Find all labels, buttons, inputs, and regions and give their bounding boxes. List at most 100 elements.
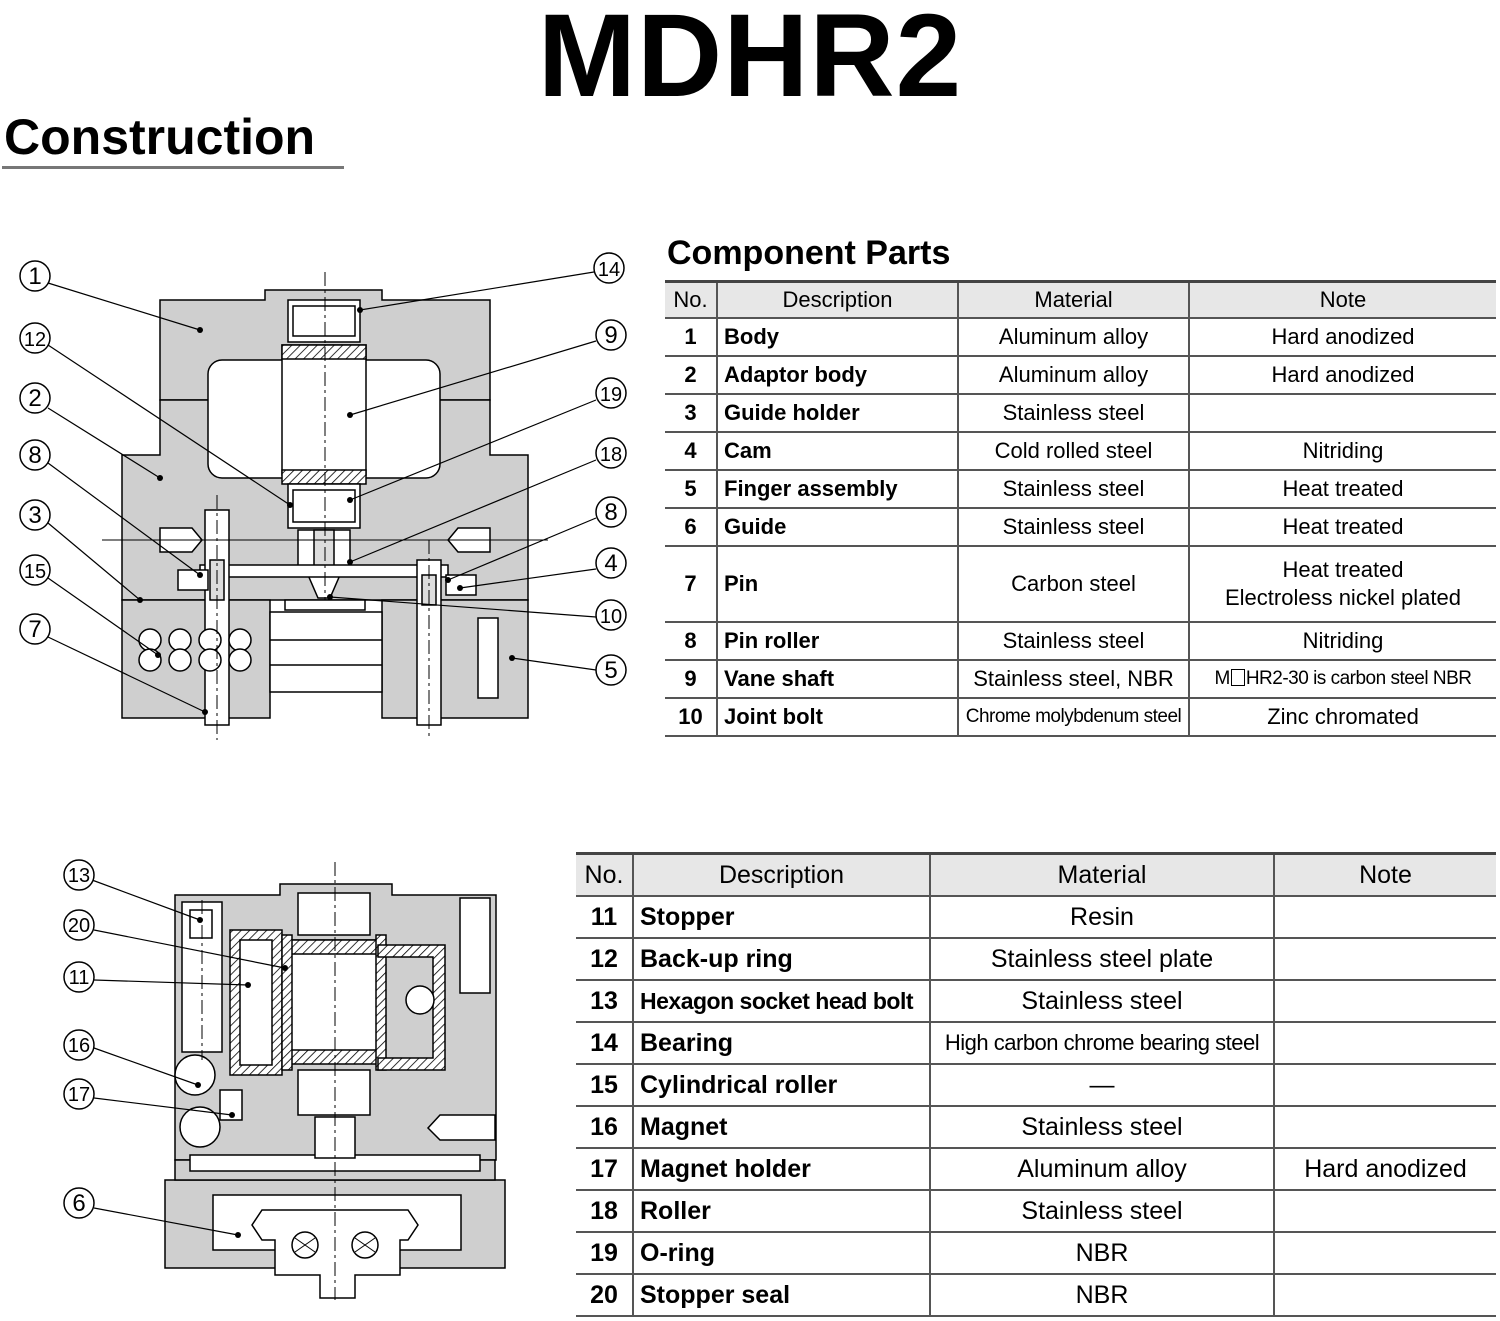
magnet xyxy=(174,1054,216,1096)
header-note: Note xyxy=(1188,280,1496,319)
callout-10: 10 xyxy=(595,599,627,631)
table-row: 8 Pin roller Stainless steel Nitriding xyxy=(665,622,1496,661)
part-material: Cold rolled steel xyxy=(957,432,1189,471)
svg-text:10: 10 xyxy=(600,606,622,628)
callout-4: 4 xyxy=(595,547,627,579)
part-no: 19 xyxy=(576,1232,633,1275)
cross-section-diagram-top: 1 12 2 8 3 15 7 14 9 19 18 8 4 10 5 xyxy=(19,252,627,740)
part-note: Hard anodized xyxy=(1188,318,1496,357)
part-material: Stainless steel xyxy=(929,1106,1274,1149)
part-no: 3 xyxy=(665,394,717,433)
callout-15: 15 xyxy=(19,554,51,586)
table-row: 14 Bearing High carbon chrome bearing st… xyxy=(576,1022,1496,1065)
header-note: Note xyxy=(1273,852,1496,897)
part-no: 5 xyxy=(665,470,717,509)
note-suffix: HR2-30 is carbon steel NBR xyxy=(1245,668,1472,689)
part-no: 15 xyxy=(576,1064,633,1107)
section-underline xyxy=(2,166,344,169)
part-description: Joint bolt xyxy=(716,698,958,737)
part-note: Heat treated xyxy=(1188,470,1496,509)
magnet-holder xyxy=(179,1106,221,1148)
part-material: Stainless steel plate xyxy=(929,938,1274,981)
part-description: Stopper seal xyxy=(632,1274,930,1317)
part-no: 13 xyxy=(576,980,633,1023)
part-no: 8 xyxy=(665,622,717,661)
vane-hatch-bottom xyxy=(281,469,367,485)
callout-11: 11 xyxy=(63,961,95,993)
part-no: 7 xyxy=(665,546,717,623)
table-row: 20 Stopper seal NBR xyxy=(576,1274,1496,1317)
part-note xyxy=(1273,1106,1496,1149)
pin-left xyxy=(204,509,230,726)
table-row: 12 Back-up ring Stainless steel plate xyxy=(576,938,1496,981)
bearing-bottom xyxy=(297,1069,371,1116)
part-no: 2 xyxy=(665,356,717,395)
part-description: Hexagon socket head bolt xyxy=(632,980,930,1023)
callout-19: 19 xyxy=(595,377,627,409)
part-note-line-2: Electroless nickel plated xyxy=(1224,585,1461,610)
callout-1: 1 xyxy=(19,260,51,292)
table-row: 18 Roller Stainless steel xyxy=(576,1190,1496,1233)
component-parts-heading: Component Parts xyxy=(667,234,951,272)
header-no: No. xyxy=(576,852,633,897)
callout-6: 6 xyxy=(63,1187,95,1219)
part-material: — xyxy=(929,1064,1274,1107)
part-no: 1 xyxy=(665,318,717,357)
callout-14: 14 xyxy=(593,252,625,284)
svg-text:14: 14 xyxy=(598,259,620,281)
guide-rail xyxy=(269,611,383,693)
part-description: Adaptor body xyxy=(716,356,958,395)
finger-slot xyxy=(477,617,499,699)
cross-section-diagram-bottom: 13 20 11 16 17 6 xyxy=(63,859,506,1300)
callout-16: 16 xyxy=(63,1029,95,1061)
part-material: Aluminum alloy xyxy=(957,356,1189,395)
side-pin-right xyxy=(426,1114,496,1141)
table-row: 10 Joint bolt Chrome molybdenum steel Zi… xyxy=(665,698,1496,737)
svg-text:7: 7 xyxy=(28,616,41,643)
callout-8: 8 xyxy=(19,439,51,471)
part-description: Roller xyxy=(632,1190,930,1233)
part-note: Hard anodized xyxy=(1188,356,1496,395)
part-note: Nitriding xyxy=(1188,622,1496,661)
guide xyxy=(251,1209,419,1299)
right-screw xyxy=(459,897,491,994)
part-note xyxy=(1273,896,1496,939)
part-description: Magnet holder xyxy=(632,1148,930,1191)
part-material: Stainless steel xyxy=(957,508,1189,547)
finger-block-right xyxy=(381,599,529,719)
part-note: Zinc chromated xyxy=(1188,698,1496,737)
table-row: 15 Cylindrical roller — xyxy=(576,1064,1496,1107)
part-description: Cam xyxy=(716,432,958,471)
table-row: 3 Guide holder Stainless steel xyxy=(665,394,1496,433)
svg-text:4: 4 xyxy=(604,550,617,577)
table-row: 19 O-ring NBR xyxy=(576,1232,1496,1275)
part-description: Stopper xyxy=(632,896,930,939)
table-row: 4 Cam Cold rolled steel Nitriding xyxy=(665,432,1496,471)
part-no: 16 xyxy=(576,1106,633,1149)
table-header-row: No. Description Material Note xyxy=(576,852,1496,897)
box-symbol xyxy=(1230,669,1245,686)
part-no: 6 xyxy=(665,508,717,547)
bearing-bottom xyxy=(287,483,361,529)
callout-13: 13 xyxy=(63,859,95,891)
part-material: Stainless steel xyxy=(957,622,1189,661)
part-note: Hard anodized xyxy=(1273,1148,1496,1191)
cylindrical-rollers xyxy=(138,628,252,672)
part-description: Pin xyxy=(716,546,958,623)
table-row: 17 Magnet holder Aluminum alloy Hard ano… xyxy=(576,1148,1496,1191)
part-material: NBR xyxy=(929,1274,1274,1317)
table-row: 7 Pin Carbon steel Heat treated Electrol… xyxy=(665,546,1496,623)
part-material: Aluminum alloy xyxy=(957,318,1189,357)
svg-text:19: 19 xyxy=(600,384,622,406)
part-no: 17 xyxy=(576,1148,633,1191)
part-note: Nitriding xyxy=(1188,432,1496,471)
vane-hatch-top xyxy=(281,344,367,360)
part-material: Chrome molybdenum steel xyxy=(957,698,1189,737)
component-parts-table-top: No. Description Material Note 1 Body Alu… xyxy=(665,280,1496,737)
part-material: Stainless steel xyxy=(929,1190,1274,1233)
table-row: 13 Hexagon socket head bolt Stainless st… xyxy=(576,980,1496,1023)
svg-text:12: 12 xyxy=(24,329,46,351)
part-note xyxy=(1273,1190,1496,1233)
callout-5: 5 xyxy=(595,654,627,686)
